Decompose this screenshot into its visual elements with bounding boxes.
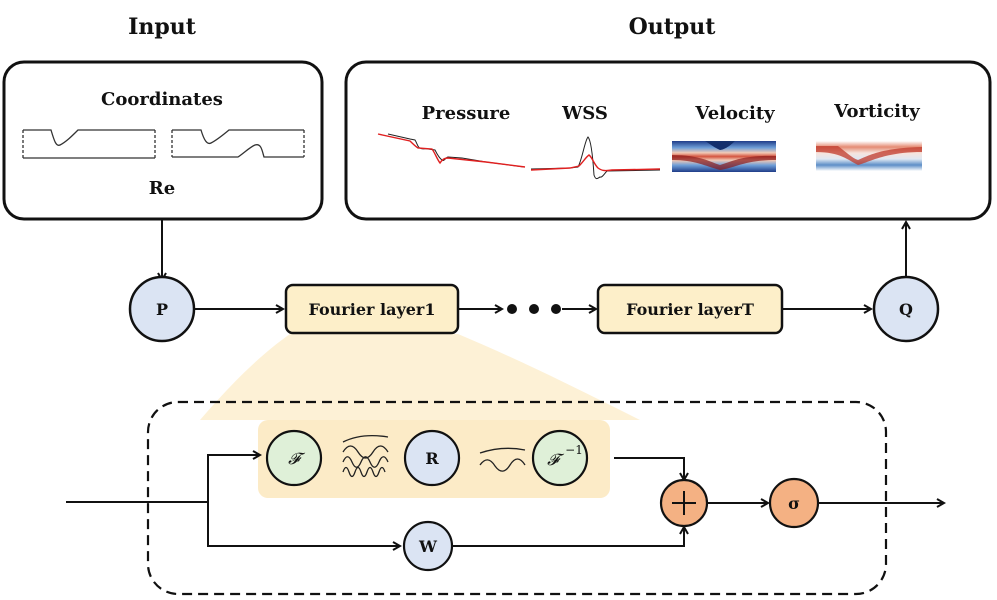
- velocity-field: [672, 141, 776, 172]
- ellipsis-dots: [507, 304, 561, 314]
- vorticity-field: [816, 141, 922, 171]
- ifft-node: 𝓕 −1: [531, 429, 589, 487]
- svg-text:P: P: [156, 300, 168, 319]
- w-to-sum-arrow: [452, 527, 684, 547]
- spectral-branch-arrow: [207, 455, 260, 502]
- sum-node: [659, 478, 709, 528]
- wss-plot: [530, 136, 661, 180]
- fourier-layer-1: Fourier layer1: [284, 283, 460, 335]
- pressure-label: Pressure: [422, 103, 511, 124]
- vorticity-label: Vorticity: [833, 101, 920, 122]
- lift-node-p: P: [128, 275, 196, 343]
- svg-text:R: R: [425, 449, 439, 468]
- input-title: Input: [128, 14, 197, 40]
- pressure-plot: [377, 133, 526, 168]
- coordinates-label: Coordinates: [101, 89, 223, 110]
- wss-label: WSS: [561, 103, 608, 124]
- projection-node-q: Q: [872, 275, 940, 343]
- spectral-to-sum-arrow: [614, 457, 684, 480]
- re-label: Re: [149, 178, 175, 199]
- output-title: Output: [629, 14, 717, 40]
- activation-node: σ: [768, 477, 820, 529]
- zoom-funnel: [200, 334, 640, 420]
- frequency-modes-icon: [342, 435, 389, 478]
- svg-text:Fourier layer1: Fourier layer1: [309, 300, 436, 319]
- svg-text:σ: σ: [788, 494, 800, 513]
- svg-text:Fourier layerT: Fourier layerT: [626, 300, 754, 319]
- svg-text:W: W: [418, 537, 438, 556]
- truncated-modes-icon: [479, 447, 526, 472]
- geometry-sketch-2: [171, 129, 305, 158]
- w-linear-node: W: [402, 520, 454, 572]
- fourier-layer-t: Fourier layerT: [596, 283, 784, 335]
- svg-text:−1: −1: [565, 443, 583, 457]
- r-weights-node: R: [403, 429, 461, 487]
- fft-node: 𝓕: [265, 429, 323, 487]
- svg-text:Q: Q: [899, 300, 913, 319]
- velocity-label: Velocity: [694, 103, 775, 124]
- output-box: [344, 60, 992, 221]
- linear-branch-arrow: [207, 502, 400, 546]
- fourier-layer-detail-box: [146, 400, 888, 596]
- geometry-sketch-1: [22, 129, 156, 159]
